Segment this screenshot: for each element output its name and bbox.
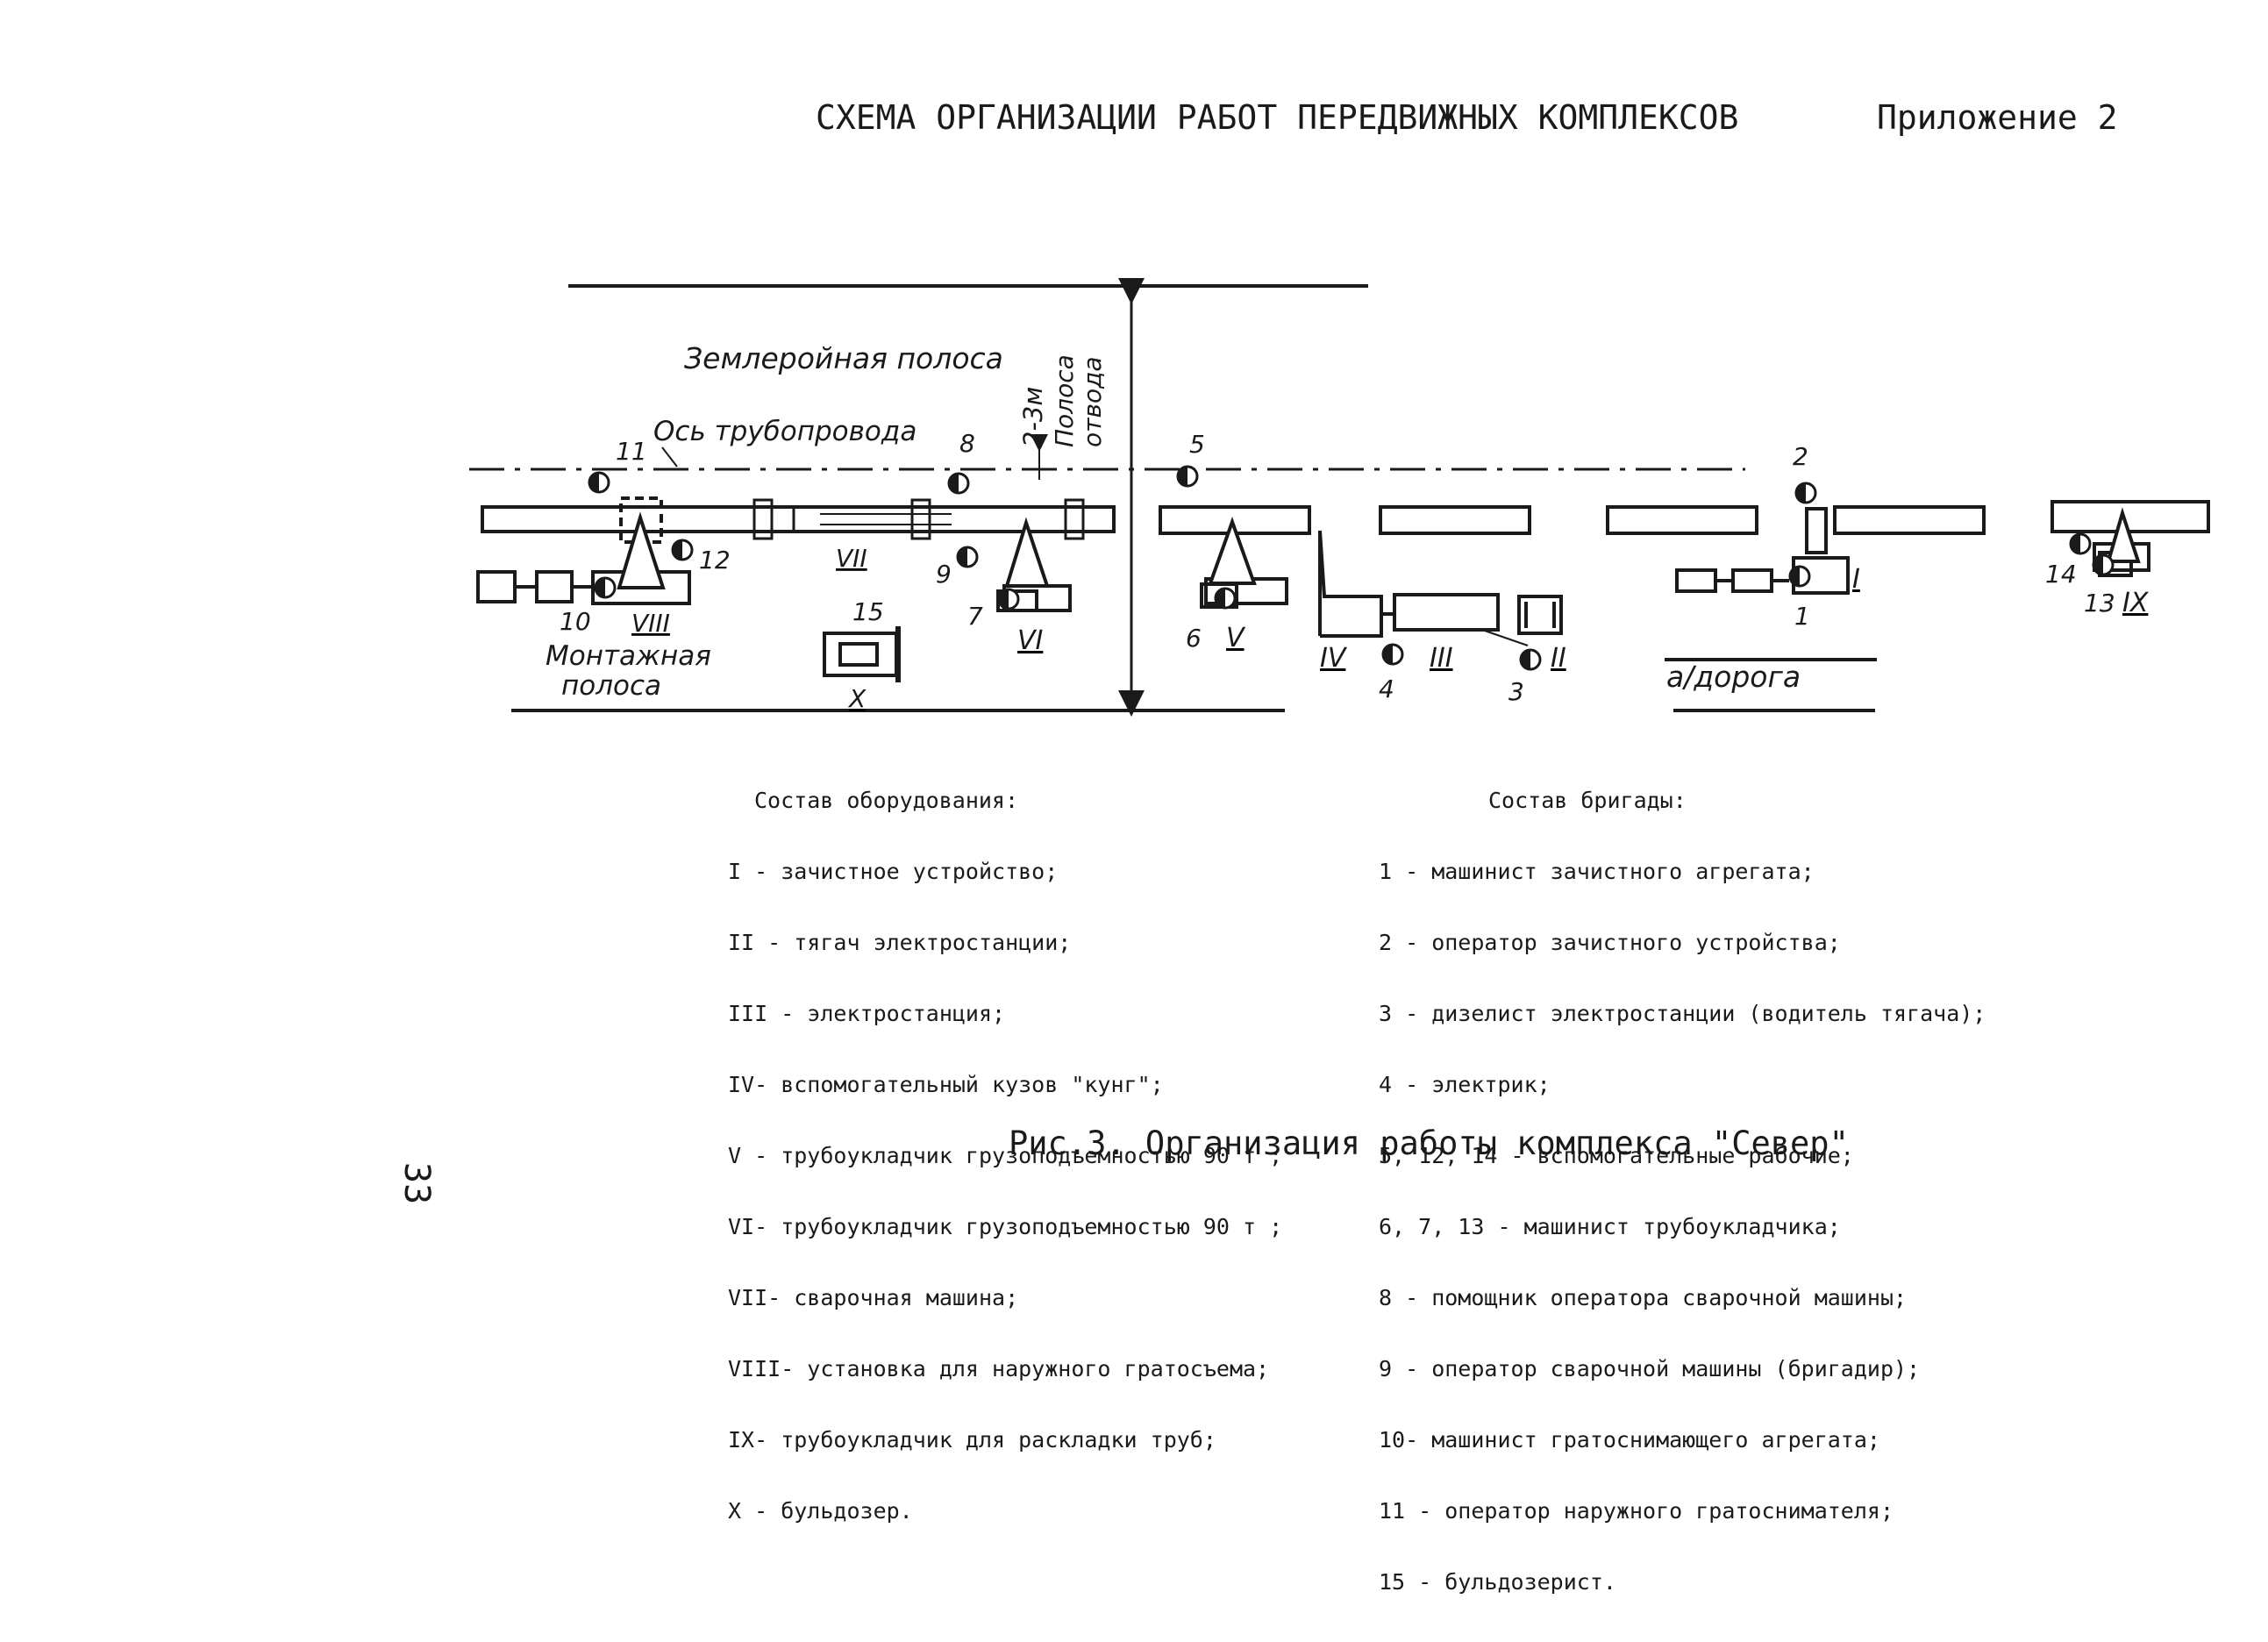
worker-number-11: 11 — [616, 437, 647, 466]
crew-legend-item: 3 - дизелист электростанции (водитель тя… — [1379, 1001, 1986, 1026]
pipe-string — [481, 505, 1116, 533]
worker-marker-1 — [1788, 565, 1811, 588]
page-title: СХЕМА ОРГАНИЗАЦИИ РАБОТ ПЕРЕДВИЖНЫХ КОМП… — [816, 98, 1739, 137]
crew-legend-item: 2 - оператор зачистного устройства; — [1379, 930, 1841, 955]
page-number: 33 — [396, 1162, 437, 1205]
worker-number-5: 5 — [1189, 430, 1205, 459]
crew-legend-item: 6, 7, 13 - машинист трубоукладчика; — [1379, 1214, 1841, 1239]
equipment-legend-item: X - бульдозер. — [728, 1498, 913, 1524]
worker-marker-14 — [2069, 532, 2092, 555]
equipment-label-IX: IX — [2122, 588, 2150, 618]
worker-number-8: 8 — [959, 429, 975, 458]
crew-legend-item: 15 - бульдозерист. — [1379, 1569, 1616, 1595]
worker-marker-6 — [1214, 587, 1237, 610]
worker-number-14: 14 — [2045, 560, 2077, 589]
equipment-legend-item: VI- трубоукладчик грузоподъемностью 90 т… — [728, 1214, 1283, 1239]
pipe-section — [1606, 505, 1758, 535]
equipment-legend-item: II - тягач электростанции; — [728, 930, 1072, 955]
figure-caption: Рис.3. Организация работы комплекса "Сев… — [1009, 1124, 1849, 1162]
worker-markers — [588, 465, 2115, 671]
equipment-label-II: II — [1551, 643, 1566, 674]
equipment-legend-item: VIII- установка для наружного гратосъема… — [728, 1356, 1270, 1381]
crew-legend-title: Состав бригады: — [1488, 788, 1687, 813]
equipment-legend-title: Состав оборудования: — [754, 788, 1019, 813]
worker-number-7: 7 — [967, 602, 983, 631]
worker-number-4: 4 — [1379, 675, 1394, 703]
worker-marker-12 — [671, 539, 694, 561]
worker-number-6: 6 — [1186, 624, 1202, 653]
assembly-strip-label-line1: Монтажная — [546, 640, 711, 672]
equipment-label-VIII: VIII — [631, 609, 670, 638]
distance-label: 2-3м — [1018, 387, 1048, 447]
road-label: а/дорога — [1666, 660, 1801, 694]
appendix-label: Приложение 2 — [1877, 98, 2118, 137]
equipment-label-VI: VI — [1017, 625, 1044, 656]
allotment-label-line1: Полоса — [1050, 354, 1079, 447]
worker-number-13: 13 — [2084, 589, 2115, 618]
document-page: СХЕМА ОРГАНИЗАЦИИ РАБОТ ПЕРЕДВИЖНЫХ КОМП… — [396, 98, 2210, 1594]
pipeline-axis-label: Ось трубопровода — [653, 416, 916, 447]
worker-marker-5 — [1176, 465, 1199, 488]
equipment-label-X: X — [847, 684, 867, 713]
earth-strip-label: Землеройная полоса — [684, 341, 1003, 375]
worker-marker-11 — [588, 471, 610, 494]
pipe-section — [1833, 505, 1986, 535]
equipment-legend-item: IV- вспомогательный кузов "кунг"; — [728, 1072, 1164, 1097]
worker-marker-13 — [2092, 553, 2115, 576]
equipment-label-V: V — [1226, 623, 1246, 653]
worker-marker-10 — [594, 576, 617, 599]
worker-number-12: 12 — [699, 546, 731, 575]
worker-marker-7 — [997, 588, 1020, 610]
assembly-strip-label-line2: полоса — [561, 670, 661, 702]
equipment-legend-item: IX- трубоукладчик для раскладки труб; — [728, 1427, 1216, 1453]
worker-number-15: 15 — [852, 597, 884, 626]
allotment-label-line2: отвода — [1078, 356, 1107, 447]
worker-number-9: 9 — [936, 560, 952, 589]
worker-marker-4 — [1381, 643, 1404, 666]
equipment-label-IV: IV — [1320, 643, 1348, 674]
crew-legend-item: 5, 12, 14 - вспомогательные рабочие; — [1379, 1143, 1854, 1168]
equipment-legend-item: I - зачистное устройство; — [728, 859, 1059, 884]
crew-legend: Состав бригады: 1 - машинист зачистного … — [1379, 741, 1986, 1641]
pipe-section — [1379, 505, 1531, 535]
worker-number-3: 3 — [1508, 677, 1524, 706]
equipment-label-I: I — [1852, 564, 1860, 595]
worker-marker-2 — [1794, 482, 1817, 504]
worker-marker-3 — [1519, 648, 1542, 671]
crew-legend-item: 11 - оператор наружного гратоснимателя; — [1379, 1498, 1894, 1524]
equipment-label-VII: VII — [836, 544, 867, 573]
crew-legend-item: 9 - оператор сварочной машины (бригадир)… — [1379, 1356, 1921, 1381]
crew-legend-item: 10- машинист гратоснимающего агрегата; — [1379, 1427, 1880, 1453]
worker-number-10: 10 — [560, 607, 591, 636]
crew-legend-item: 4 - электрик; — [1379, 1072, 1551, 1097]
equipment-legend-item: III - электростанция; — [728, 1001, 1006, 1026]
equipment-legend-item: V - трубоукладчик грузоподъемностью 90 т… — [728, 1143, 1283, 1168]
crew-legend-item: 1 - машинист зачистного агрегата; — [1379, 859, 1815, 884]
equipment-label-III: III — [1430, 643, 1453, 674]
worker-marker-8 — [947, 472, 970, 495]
worker-marker-9 — [956, 546, 979, 568]
work-organization-diagram: Землеройная полоса Ось трубопровода 2-3м… — [469, 278, 2210, 717]
worker-number-1: 1 — [1794, 602, 1810, 631]
worker-number-2: 2 — [1793, 442, 1808, 471]
equipment-legend-item: VII- сварочная машина; — [728, 1285, 1019, 1310]
crew-legend-item: 8 - помощник оператора сварочной машины; — [1379, 1285, 1908, 1310]
pipe-section — [2050, 500, 2210, 533]
